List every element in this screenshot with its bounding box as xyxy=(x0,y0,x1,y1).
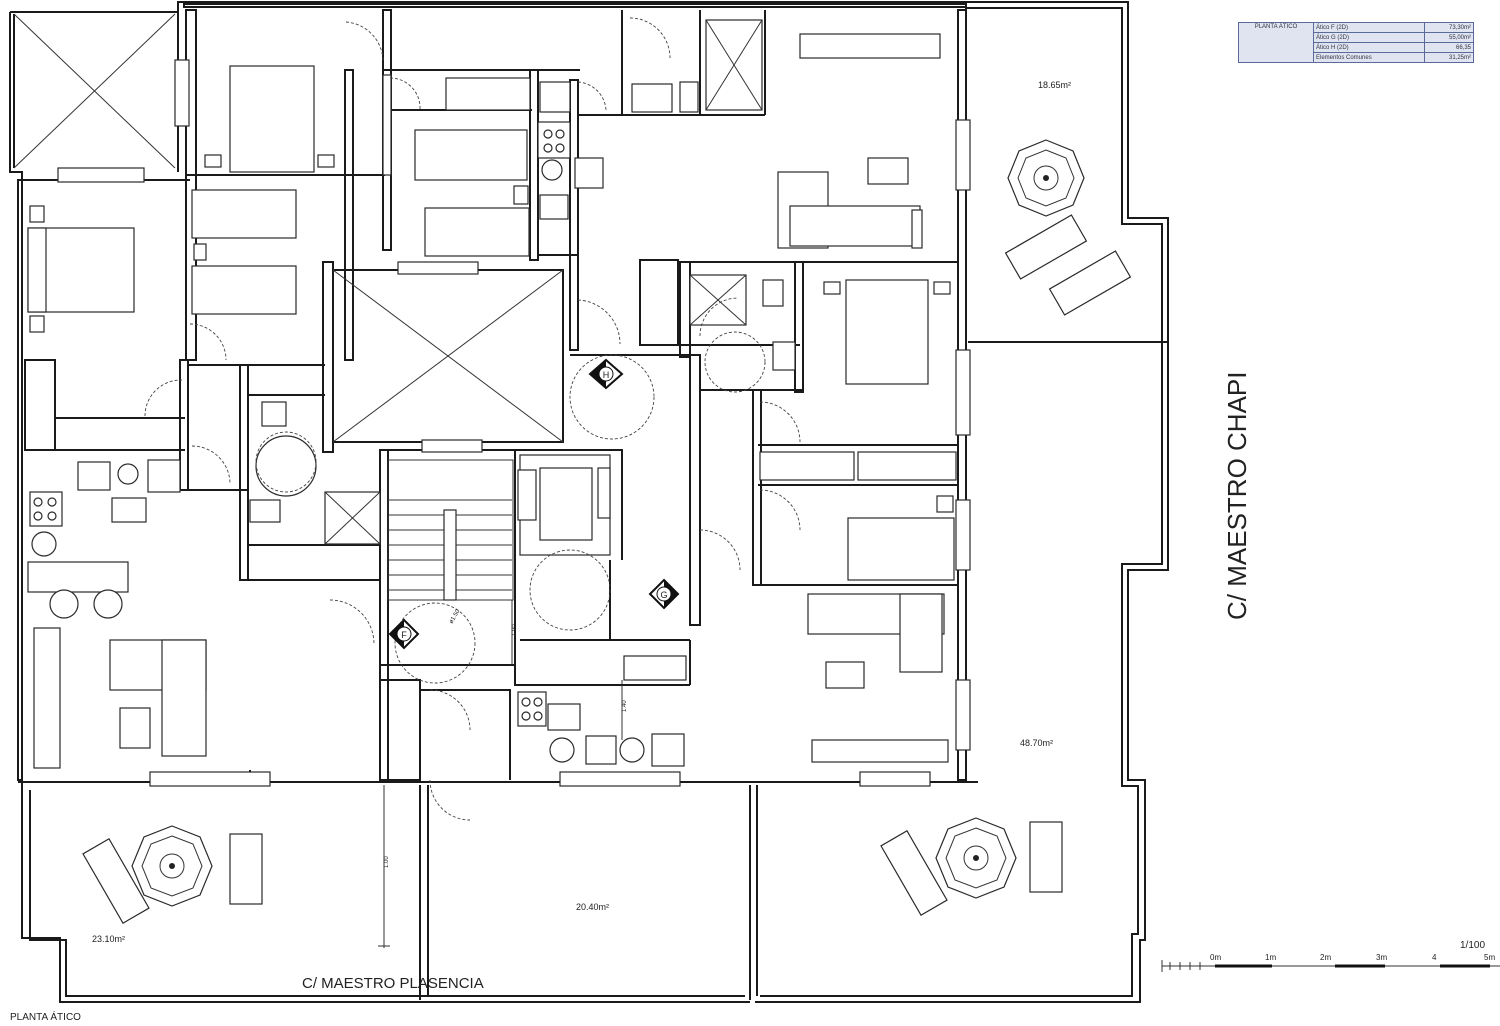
area-terrace-bottom-left: 23.10m² xyxy=(92,934,125,944)
legend-area: 66,35 xyxy=(1423,42,1475,53)
skylight-top-left xyxy=(13,13,176,169)
legend-unit: Ático F (2D) xyxy=(1313,22,1425,33)
legend-area: 73,30m² xyxy=(1423,22,1475,33)
scale-label: 1/100 xyxy=(1460,940,1485,951)
area-terrace-right: 48.70m² xyxy=(1020,738,1053,748)
scale-tick-3: 3m xyxy=(1376,953,1387,962)
dimension-label-4: 1.40 xyxy=(622,700,628,712)
unit-marker-g: G xyxy=(648,578,680,610)
unit-marker-h: H xyxy=(588,358,624,390)
doors xyxy=(144,17,801,821)
unit-marker-g-label: G xyxy=(660,590,667,600)
legend-unit: Elementos Comunes xyxy=(1313,52,1425,63)
umbrella-top-right xyxy=(1007,139,1085,217)
unit-marker-f: F xyxy=(388,618,420,650)
scale-tick-0: 0m xyxy=(1210,953,1221,962)
area-terrace-bottom-middle: 20.40m² xyxy=(576,902,609,912)
legend-area: 55,00m² xyxy=(1423,32,1475,43)
umbrella-bottom-right xyxy=(935,817,1017,899)
scale-tick-2: 2m xyxy=(1320,953,1331,962)
unit-marker-h-label: H xyxy=(603,370,610,380)
dimension-label-2: 1.00 xyxy=(384,856,390,868)
dimension-label-1: 1.90 xyxy=(512,624,518,636)
scale-tick-1: 1m xyxy=(1265,953,1276,962)
legend-unit: Ático H (2D) xyxy=(1313,42,1425,53)
street-label-right: C/ MAESTRO CHAPI xyxy=(1222,372,1252,620)
outer-walls xyxy=(9,1,1169,1003)
scale-bar: 0m 1m 2m 3m 4 5m 1/100 xyxy=(1161,940,1500,972)
plan-title: PLANTA ÁTICO xyxy=(10,1010,81,1023)
terrace-furniture xyxy=(82,139,1132,924)
scale-tick-4: 4 xyxy=(1432,953,1437,962)
legend-unit: Ático G (2D) xyxy=(1313,32,1425,43)
dimension-lines xyxy=(378,600,623,947)
legend-area: 31,25m² xyxy=(1423,52,1475,63)
dimension-label-3: ø1.50 xyxy=(449,608,462,625)
street-label-bottom: C/ MAESTRO PLASENCIA xyxy=(302,975,484,992)
area-terrace-top-right: 18.65m² xyxy=(1038,80,1071,90)
area-legend-table: PLANTA ÁTICO Ático F (2D) 73,30m² Ático … xyxy=(1238,22,1475,63)
unit-marker-f-label: F xyxy=(401,630,407,640)
legend-title: PLANTA ÁTICO xyxy=(1238,22,1314,63)
windows xyxy=(57,59,971,787)
umbrella-bottom-left xyxy=(131,825,213,907)
furniture xyxy=(27,19,957,769)
scale-tick-5: 5m xyxy=(1484,953,1495,962)
